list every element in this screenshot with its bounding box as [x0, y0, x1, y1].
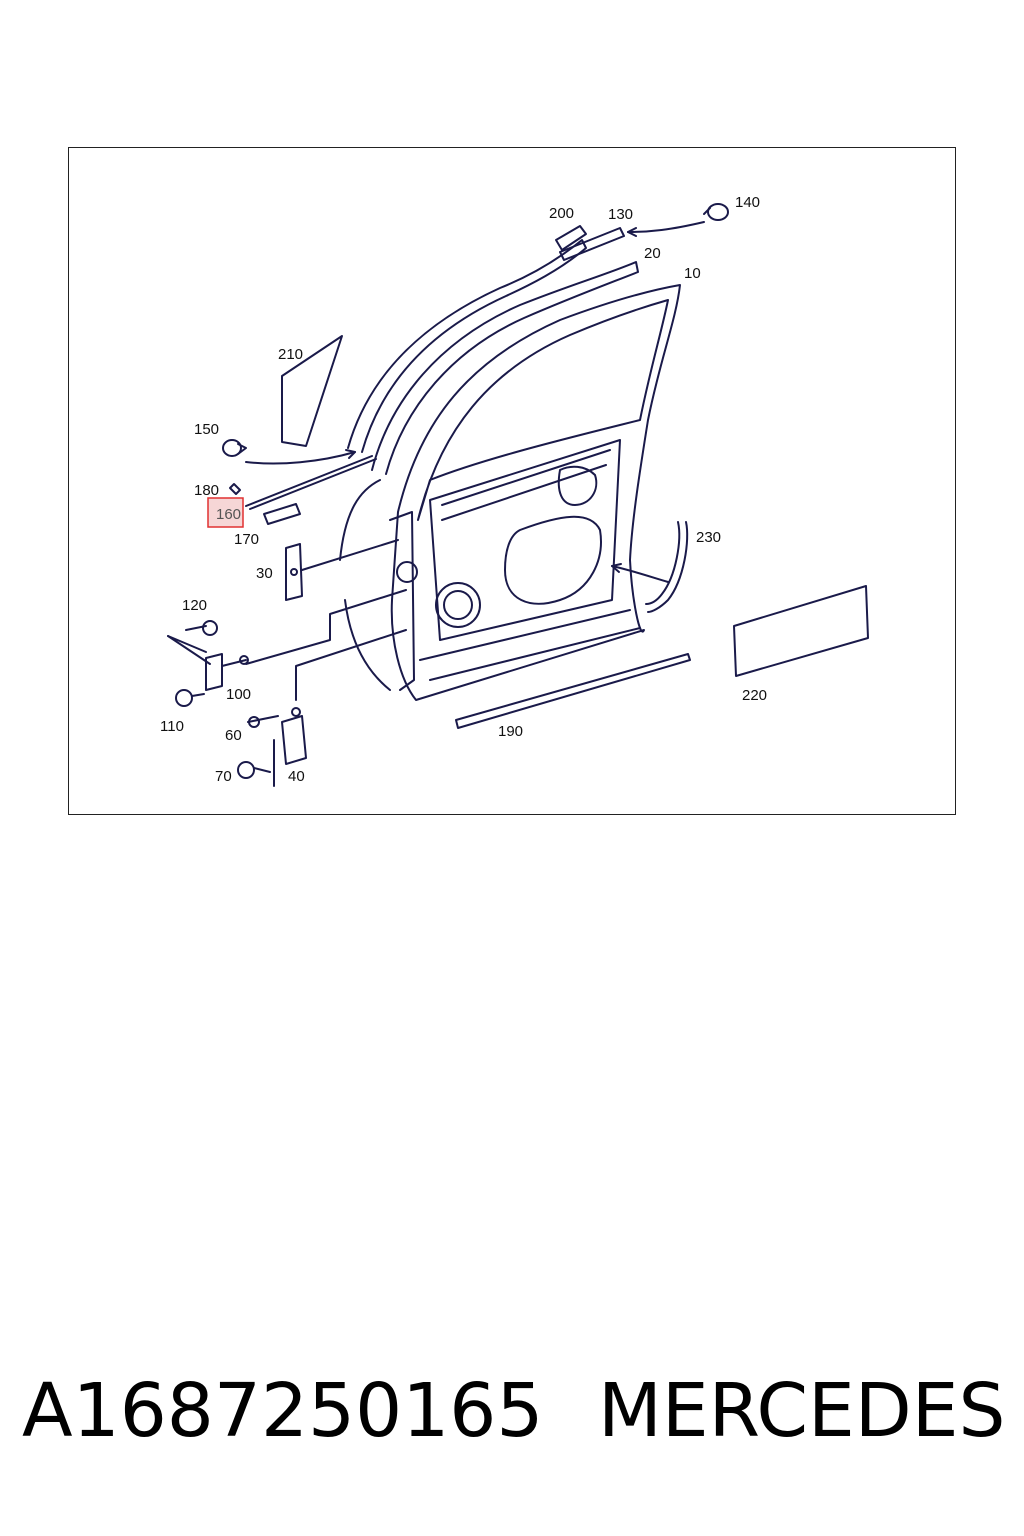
callout-190: 190 — [498, 723, 523, 740]
callout-70: 70 — [215, 768, 232, 785]
part-number: A1687250165 — [22, 1368, 544, 1454]
lock-part-40 — [273, 629, 407, 787]
callout-100: 100 — [226, 686, 251, 703]
callout-210: 210 — [278, 346, 303, 363]
callout-170: 170 — [234, 531, 259, 548]
callout-130: 130 — [608, 206, 633, 223]
door-check-part-100 — [205, 653, 249, 691]
hinge-part-30 — [285, 539, 399, 601]
screw-part-60 — [247, 715, 279, 728]
glass-part-210 — [281, 335, 343, 447]
callout-60: 60 — [225, 727, 242, 744]
highlight-box-160 — [207, 497, 244, 528]
rod-part-160 — [245, 455, 373, 507]
callout-180: 180 — [194, 482, 219, 499]
door-shell-part-10 — [339, 284, 681, 701]
callout-120: 120 — [182, 597, 207, 614]
callout-200: 200 — [549, 205, 574, 222]
window-channel-part-200 — [347, 239, 587, 453]
bolt-part-110 — [175, 689, 205, 707]
brand-name: MERCEDES — [598, 1368, 1006, 1454]
callout-40: 40 — [288, 768, 305, 785]
bracket-part-170 — [263, 503, 301, 525]
callout-160: 160 — [216, 506, 241, 523]
callout-110: 110 — [160, 718, 184, 735]
callout-230: 230 — [696, 529, 721, 546]
trim-strip-part-130 — [559, 227, 625, 261]
clip-part-150 — [222, 439, 247, 457]
panel-part-220 — [733, 585, 869, 677]
molding-part-190 — [455, 653, 691, 729]
bolt-part-120 — [185, 620, 218, 636]
seal-part-20 — [371, 261, 639, 475]
hose-part-230 — [645, 521, 689, 613]
callout-140: 140 — [735, 194, 760, 211]
pin-part-180 — [229, 483, 241, 495]
clip-part-140 — [703, 203, 729, 221]
diagram-frame — [68, 147, 956, 815]
callout-20: 20 — [644, 245, 661, 262]
screw-part-70 — [237, 761, 271, 779]
callout-10: 10 — [684, 265, 701, 282]
callout-220: 220 — [742, 687, 767, 704]
callout-150: 150 — [194, 421, 219, 438]
callout-30: 30 — [256, 565, 273, 582]
